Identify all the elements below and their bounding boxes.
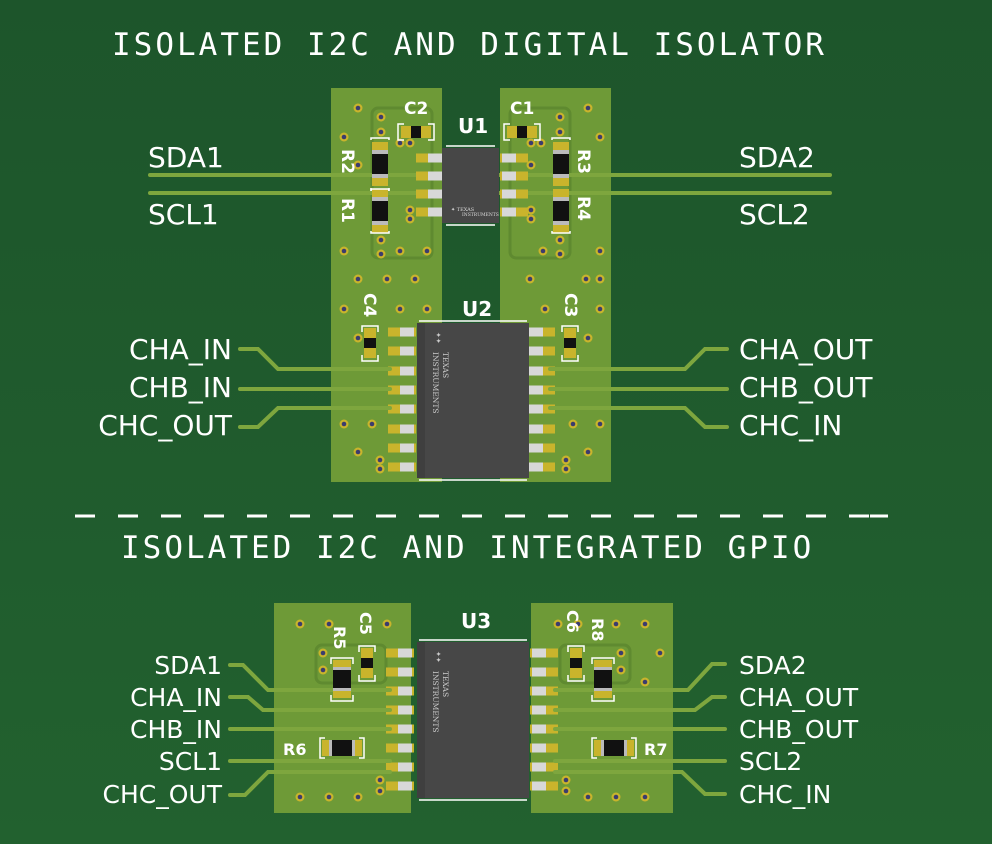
u2-chip <box>417 323 529 478</box>
label-scl1: SCL1 <box>148 198 219 231</box>
svg-text:C3: C3 <box>560 293 580 317</box>
svg-text:R2: R2 <box>337 149 357 174</box>
label-cha-out: CHA_OUT <box>739 333 873 366</box>
label2-cha-in: CHA_IN <box>130 683 222 712</box>
svg-text:R7: R7 <box>644 740 667 759</box>
label2-chb-in: CHB_IN <box>130 715 222 744</box>
label2-chc-in: CHC_IN <box>739 780 832 809</box>
label-chc-in: CHC_IN <box>739 409 843 442</box>
label2-chb-out: CHB_OUT <box>739 715 859 744</box>
svg-text:TEXAS: TEXAS <box>441 352 450 378</box>
label-chb-in: CHB_IN <box>128 371 232 404</box>
label-chc-out: CHC_OUT <box>98 409 232 442</box>
label2-cha-out: CHA_OUT <box>739 683 859 712</box>
svg-text:R1: R1 <box>337 198 357 223</box>
svg-text:✦ TEXAS: ✦ TEXAS <box>451 207 475 213</box>
r4-resistor <box>551 189 571 234</box>
c3-capacitor <box>561 325 579 362</box>
label2-chc-out: CHC_OUT <box>102 780 222 809</box>
svg-text:INSTRUMENTS: INSTRUMENTS <box>462 212 499 218</box>
u3-chip <box>417 642 529 798</box>
svg-text:R5: R5 <box>330 626 349 649</box>
r7-resistor <box>591 737 637 759</box>
label-sda2: SDA2 <box>739 141 815 174</box>
r3-resistor <box>551 137 571 186</box>
svg-text:R8: R8 <box>588 618 607 641</box>
u3-refdes: U3 <box>461 609 491 633</box>
svg-text:R4: R4 <box>573 196 593 221</box>
svg-text:TEXAS: TEXAS <box>441 671 450 697</box>
r5-resistor <box>330 657 354 702</box>
svg-text:C6: C6 <box>563 610 582 633</box>
svg-text:✦✦: ✦✦ <box>434 332 442 344</box>
svg-text:INSTRUMENTS: INSTRUMENTS <box>431 352 440 414</box>
label2-scl2: SCL2 <box>739 747 803 776</box>
c2-refdes: C2 <box>404 99 428 119</box>
label-sda1: SDA1 <box>148 141 224 174</box>
label2-sda1: SDA1 <box>154 651 222 680</box>
label-scl2: SCL2 <box>739 198 810 231</box>
c6-capacitor <box>567 645 585 682</box>
r8-resistor <box>591 657 615 702</box>
u1-refdes: U1 <box>458 114 488 138</box>
section2-title: ISOLATED I2C AND INTEGRATED GPIO <box>121 530 815 566</box>
r1-resistor <box>370 188 390 234</box>
u2-refdes: U2 <box>462 297 492 321</box>
r6-resistor <box>319 737 365 759</box>
c1-capacitor <box>503 123 541 141</box>
label-chb-out: CHB_OUT <box>739 371 873 404</box>
svg-text:✦✦: ✦✦ <box>434 651 442 663</box>
c1-refdes: C1 <box>510 99 534 119</box>
label-cha-in: CHA_IN <box>129 333 232 366</box>
label2-scl1: SCL1 <box>158 747 222 776</box>
c5-capacitor <box>358 645 376 682</box>
u1-chip <box>442 148 499 223</box>
svg-text:R3: R3 <box>573 149 593 174</box>
svg-text:C4: C4 <box>359 293 379 317</box>
c4-capacitor <box>361 325 379 362</box>
section1-title: ISOLATED I2C AND DIGITAL ISOLATOR <box>112 27 827 63</box>
svg-text:C5: C5 <box>356 612 375 635</box>
label2-sda2: SDA2 <box>739 651 807 680</box>
svg-text:R6: R6 <box>283 740 306 759</box>
r2-resistor <box>370 137 390 191</box>
c2-capacitor <box>397 123 435 141</box>
svg-text:INSTRUMENTS: INSTRUMENTS <box>431 671 440 733</box>
